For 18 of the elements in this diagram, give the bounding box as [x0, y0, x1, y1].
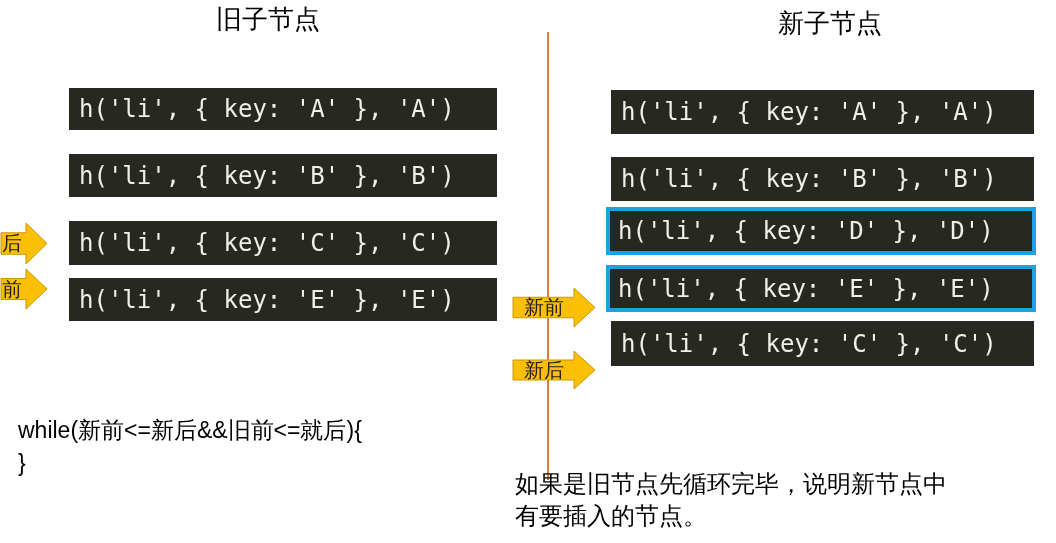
code-block: h('li', { key: 'C' }, 'C')	[611, 321, 1034, 366]
code-block: h('li', { key: 'E' }, 'E')	[606, 265, 1036, 312]
code-block: h('li', { key: 'A' }, 'A')	[611, 90, 1034, 134]
position-marker: 新后	[512, 350, 596, 390]
position-marker: 后	[0, 222, 48, 265]
code-block: h('li', { key: 'E' }, 'E')	[69, 278, 497, 321]
position-marker: 新前	[512, 287, 596, 328]
column-heading: 旧子节点	[216, 3, 320, 36]
code-block: h('li', { key: 'B' }, 'B')	[611, 157, 1034, 201]
code-block: h('li', { key: 'C' }, 'C')	[69, 221, 497, 265]
code-text: while(新前<=新后&&旧前<=就后){	[18, 416, 362, 445]
code-block: h('li', { key: 'D' }, 'D')	[606, 207, 1036, 255]
code-text: }	[18, 450, 26, 477]
column-heading: 新子节点	[778, 7, 882, 40]
note-text: 如果是旧节点先循环完毕，说明新节点中有要插入的节点。	[515, 469, 948, 531]
position-marker: 前	[0, 268, 48, 310]
code-block: h('li', { key: 'B' }, 'B')	[69, 154, 497, 197]
code-block: h('li', { key: 'A' }, 'A')	[69, 88, 497, 130]
